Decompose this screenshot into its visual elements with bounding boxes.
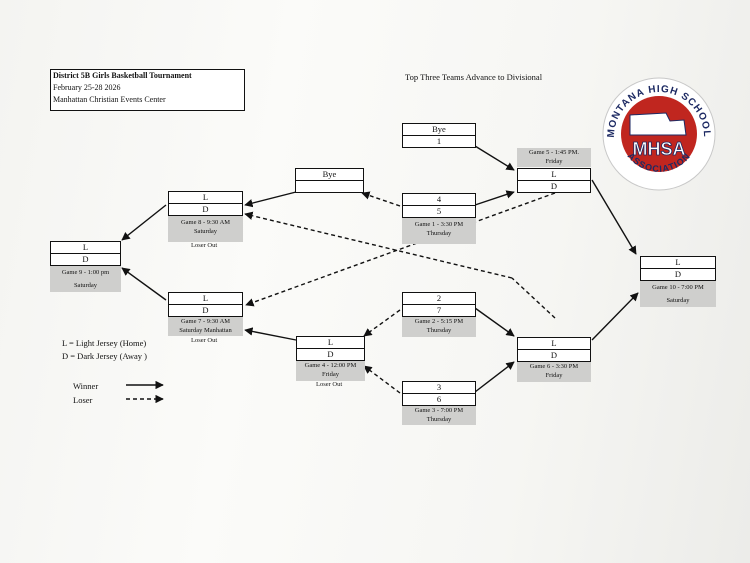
winner-line bbox=[474, 190, 515, 206]
game-9-bottom: D bbox=[50, 253, 121, 266]
winner-line bbox=[591, 179, 637, 255]
game-5-info: Game 5 - 1:45 PM.Friday bbox=[517, 148, 591, 167]
loser-line bbox=[363, 309, 401, 337]
game-4-loser-out: Loser Out bbox=[316, 381, 343, 388]
game-1-bottom: 5 bbox=[402, 205, 476, 218]
bye-empty-slot bbox=[295, 180, 364, 193]
game-6-bottom: D bbox=[517, 349, 591, 362]
game-7-loser-out: Loser Out bbox=[191, 337, 218, 344]
svg-text:MHSA: MHSA bbox=[633, 139, 686, 159]
winner-line bbox=[591, 292, 639, 341]
seed-1-slot: 1 bbox=[402, 135, 476, 148]
loser-line bbox=[361, 191, 401, 207]
winner-line bbox=[474, 307, 515, 337]
winner-line bbox=[474, 145, 515, 171]
game-10-bottom: D bbox=[640, 268, 716, 281]
winner-line bbox=[244, 327, 297, 341]
loser-line bbox=[245, 192, 556, 307]
winner-line bbox=[121, 267, 167, 301]
game-8-loser-out: Loser Out bbox=[191, 242, 218, 249]
loser-line bbox=[244, 211, 513, 279]
tournament-title: District 5B Girls Basketball Tournament bbox=[53, 71, 192, 80]
tournament-venue: Manhattan Christian Events Center bbox=[53, 95, 166, 104]
tournament-dates: February 25-28 2026 bbox=[53, 83, 121, 92]
loser-line bbox=[511, 277, 556, 319]
game-3-bottom: 6 bbox=[402, 393, 476, 406]
legend-loser-label: Loser bbox=[73, 395, 93, 405]
mhsa-logo: MONTANA HIGH SCHOOL MHSA ASSOCIATION bbox=[602, 77, 716, 191]
legend-dark-jersey: D = Dark Jersey (Away ) bbox=[62, 351, 147, 361]
game-2-bottom: 7 bbox=[402, 304, 476, 317]
game-5-bottom: D bbox=[517, 180, 591, 193]
tournament-header: District 5B Girls Basketball Tournament … bbox=[50, 69, 245, 111]
game-4-bottom: D bbox=[296, 348, 365, 361]
game-8-bottom: D bbox=[168, 203, 243, 216]
winner-line bbox=[474, 361, 515, 393]
legend-winner-label: Winner bbox=[73, 381, 99, 391]
advance-note: Top Three Teams Advance to Divisional bbox=[405, 72, 543, 82]
winner-line bbox=[121, 204, 167, 241]
winner-line bbox=[244, 191, 297, 208]
loser-line bbox=[363, 365, 401, 394]
game-7-bottom: D bbox=[168, 304, 243, 317]
legend-light-jersey: L = Light Jersey (Home) bbox=[62, 338, 147, 348]
